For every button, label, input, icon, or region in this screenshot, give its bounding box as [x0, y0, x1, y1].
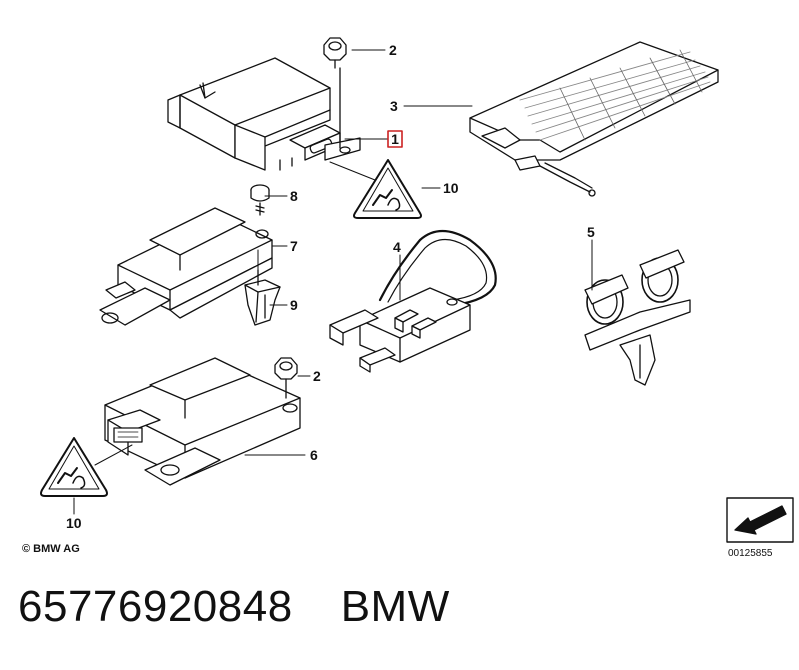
nut-part-2-lower [274, 357, 298, 399]
callout-7: 7 [290, 238, 298, 254]
callout-8: 8 [290, 188, 298, 204]
callout-2-lower: 2 [313, 368, 321, 384]
callout-10-upper: 10 [443, 180, 459, 196]
seat-mat-part-3 [469, 41, 719, 197]
copyright-text: © BMW AG [22, 543, 80, 555]
highlight-box-1 [387, 130, 403, 148]
callout-9: 9 [290, 297, 298, 313]
warning-triangle-10-upper [353, 159, 422, 219]
nut-part-2-top [323, 37, 347, 149]
diagram-id: 00125855 [728, 548, 773, 559]
footer-title: 65776920848 BMW [18, 582, 450, 632]
callout-1: 1 [391, 131, 399, 147]
callout-10-lower: 10 [66, 515, 82, 531]
callout-3: 3 [390, 98, 398, 114]
harness-part-4 [329, 229, 497, 373]
callout-5: 5 [587, 224, 595, 240]
warning-triangle-10-lower [40, 437, 108, 497]
brand-name: BMW [340, 582, 450, 631]
sensor-part-7 [99, 207, 273, 326]
clip-nut-part-9 [244, 269, 281, 326]
diagram-stamp-icon [726, 497, 794, 543]
control-unit-part-1 [167, 57, 361, 171]
module-part-6 [104, 357, 301, 486]
double-clip-part-5 [584, 249, 691, 386]
screw-part-8 [250, 184, 270, 216]
callout-2-top: 2 [389, 42, 397, 58]
callout-4: 4 [393, 239, 401, 255]
part-number: 65776920848 [18, 582, 293, 631]
leader-lines [73, 49, 593, 515]
callout-6: 6 [310, 447, 318, 463]
